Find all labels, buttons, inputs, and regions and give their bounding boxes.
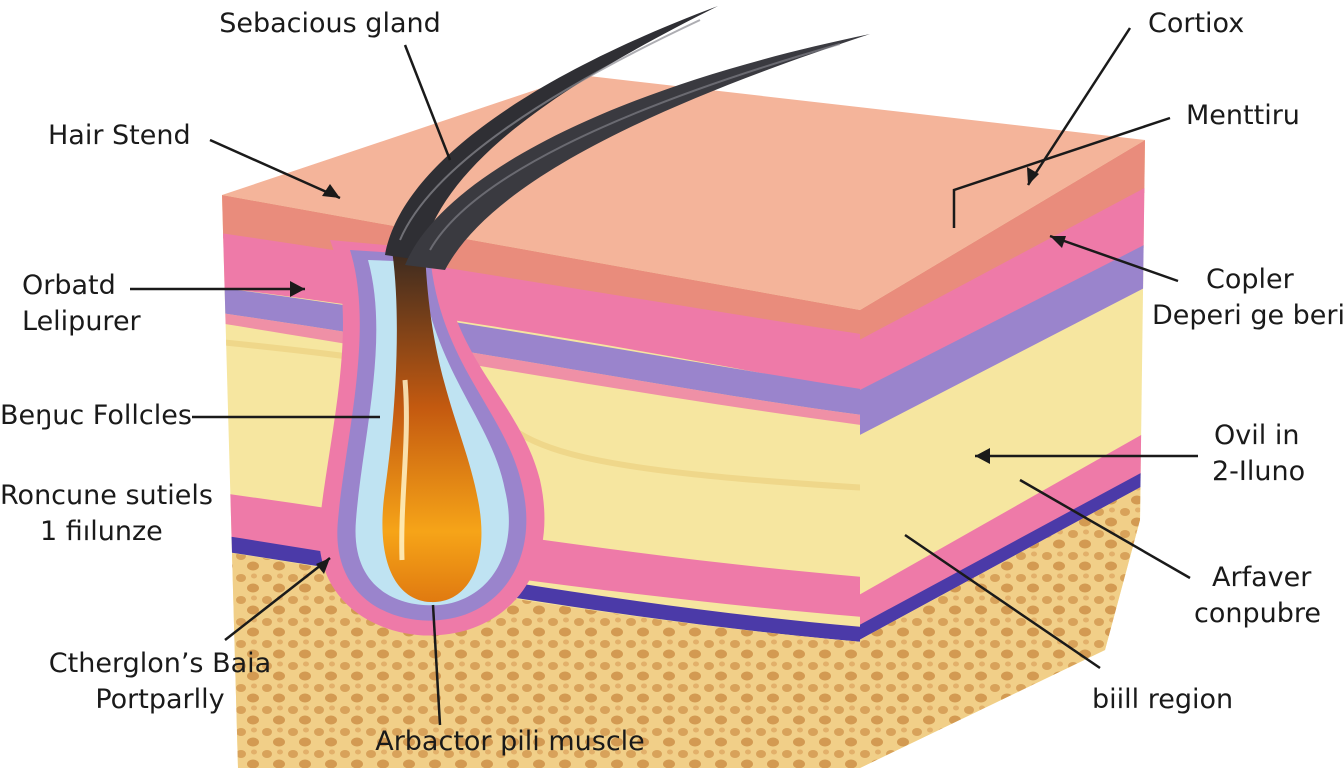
skin-top-surface <box>222 75 1145 310</box>
label-fiilunze: 1 fiılunze <box>40 516 163 547</box>
label-bill-region: biill region <box>1092 684 1234 715</box>
label-copler: Copler <box>1206 264 1294 295</box>
label-deperi-ge-beri: Deperi ge beri <box>1152 300 1344 331</box>
label-follicles: Beŋuc Follcles <box>0 400 192 431</box>
label-ovil-in: Ovil in <box>1214 420 1300 451</box>
label-lelipurer: Lelipurer <box>22 306 141 337</box>
label-orbatd: Orbatd <box>22 270 116 301</box>
hair-strand-2 <box>405 34 870 270</box>
label-cthergion-baia: Ctherglοn’s Baia <box>48 648 272 679</box>
label-2-iluno: 2-Iluno <box>1212 456 1306 487</box>
label-conpubre: conpubre <box>1194 598 1321 629</box>
label-portparlly: Portparlly <box>95 684 225 715</box>
hair-root-highlight <box>399 379 409 561</box>
label-menttiru: Menttiru <box>1186 100 1300 131</box>
label-hair-strand: Hair Stend <box>48 120 191 151</box>
label-arrector-pili-muscle: Arbactor pili muscle <box>375 726 645 757</box>
label-cortiox: Cortiox <box>1148 8 1245 39</box>
label-arfaver: Arfaver <box>1212 562 1312 593</box>
arrow-heads <box>290 167 1066 574</box>
hair-root-bulb <box>382 250 482 603</box>
label-roncune-sutiels: Roncune sutiels <box>0 480 213 511</box>
hair-strand-shine <box>399 19 701 241</box>
label-sebaceous-gland: Sebacious gland <box>219 8 441 39</box>
hair-strand-1 <box>385 6 718 260</box>
leader-lines <box>130 27 1198 726</box>
